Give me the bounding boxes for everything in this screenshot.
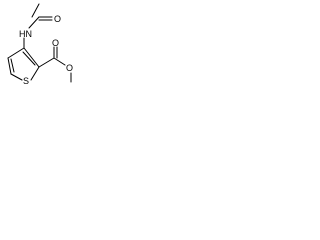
bond-ring-s-c2 (30, 66, 40, 81)
bond-ring-c5-s (10, 73, 23, 81)
bond-methyl-carbonyl (31, 3, 40, 18)
bond-ring-c3-c4 (7, 47, 25, 59)
structure-canvas: HN O S O O (0, 0, 76, 118)
bond-ring-c4-c5-inner (10, 58, 15, 73)
label-ester-carbonyl-o: O (52, 38, 59, 48)
label-amide-o: O (54, 14, 61, 24)
bond-ring-c4-c5 (7, 57, 12, 75)
label-nh: HN (19, 29, 32, 39)
label-thiophene-s: S (23, 76, 29, 86)
bond-ring-c2-c3 (23, 47, 40, 68)
bond-ring-ester-c (38, 57, 55, 68)
molecule-structure: HN O S O O (7, 3, 73, 86)
bond-ring-c2-c3-inner (22, 51, 36, 66)
bond-carbonyl-nh (28, 16, 40, 29)
bond-ester-c-o-single (53, 57, 66, 66)
label-ester-o: O (66, 63, 73, 73)
